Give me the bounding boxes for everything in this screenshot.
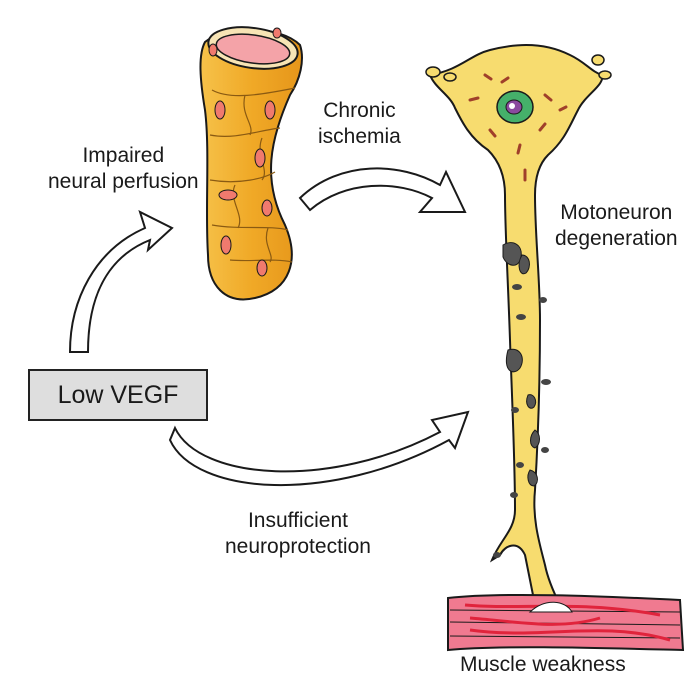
low-vegf-box: Low VEGF (28, 369, 208, 421)
chronic-line2: ischemia (318, 125, 401, 148)
muscle-fiber (447, 593, 685, 652)
moto-line1: Motoneuron (560, 201, 673, 224)
impaired-line1: Impaired (82, 144, 165, 167)
arrow-impaired-perfusion (68, 210, 174, 353)
label-muscle-weakness: Muscle weakness (460, 652, 626, 678)
label-motoneuron-degeneration: Motoneuron degeneration (555, 200, 678, 252)
insufficient-line2: neuroprotection (225, 535, 371, 558)
insufficient-line1: Insufficient (247, 509, 348, 532)
motoneuron (425, 44, 612, 606)
low-vegf-label: Low VEGF (57, 380, 179, 409)
impaired-line2: neural perfusion (48, 170, 199, 193)
blood-vessel (199, 26, 303, 301)
arrow-chronic-ischemia (298, 167, 467, 213)
moto-line2: degeneration (555, 227, 678, 250)
chronic-line1: Chronic (323, 99, 396, 122)
arrow-insufficient-neuroprotection (168, 410, 470, 487)
label-impaired-perfusion: Impaired neural perfusion (48, 143, 199, 195)
label-insufficient-neuroprotection: Insufficient neuroprotection (225, 508, 371, 560)
label-chronic-ischemia: Chronic ischemia (318, 98, 401, 150)
muscle-weakness-text: Muscle weakness (460, 653, 626, 676)
